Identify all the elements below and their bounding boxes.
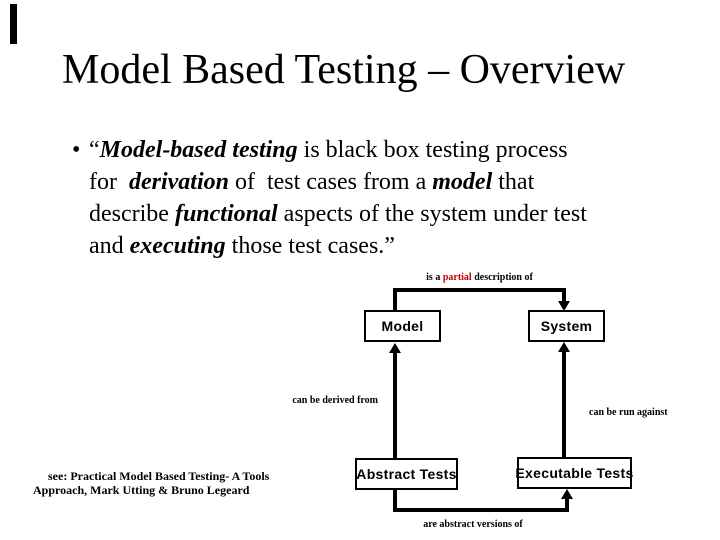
- relation-label-partial-description: is a partial description of: [393, 272, 566, 284]
- arrowhead-up-into-system: [558, 342, 570, 352]
- corner-bar-decoration: [10, 4, 17, 44]
- quote-paragraph: “Model-based testing is black box testin…: [89, 137, 587, 259]
- top-connector-horizontal-line: [393, 288, 566, 292]
- relation-label-partial-word: partial: [442, 272, 472, 283]
- system-box-label: System: [540, 318, 593, 334]
- abstract-to-model-arrow-shaft: [393, 352, 397, 458]
- abstract-tests-box-label: Abstract Tests: [356, 466, 457, 482]
- system-box: System: [528, 310, 605, 342]
- executable-tests-box-label: Executable Tests: [515, 465, 634, 481]
- arrowhead-up-into-executable-tests: [561, 489, 573, 499]
- citation-line-1: see: Practical Model Based Testing- A To…: [48, 469, 270, 483]
- top-connector-right-vertical-line: [562, 288, 566, 302]
- relation-label-can-be-derived-from: can be derived from: [292, 395, 378, 406]
- bottom-connector-horizontal-line: [393, 508, 569, 512]
- model-box-label: Model: [381, 318, 424, 334]
- bullet-marker: •: [72, 137, 81, 163]
- top-connector-left-vertical-line: [393, 288, 397, 310]
- executable-tests-box: Executable Tests: [515, 457, 634, 489]
- executable-to-system-arrow-shaft: [562, 351, 566, 457]
- relation-label-can-be-run-against: can be run against: [589, 407, 668, 418]
- relation-label-partial-post: description of: [471, 272, 533, 283]
- bottom-connector-left-vertical-line: [393, 490, 397, 512]
- arrowhead-down-into-system: [558, 301, 570, 311]
- slide-title: Model Based Testing – Overview: [62, 47, 626, 93]
- citation-reference: see: Practical Model Based Testing- A To…: [33, 469, 313, 497]
- citation-line-2: Approach, Mark Utting & Bruno Legeard: [33, 483, 250, 497]
- abstract-tests-box: Abstract Tests: [355, 458, 458, 490]
- relation-label-are-abstract-versions-of: are abstract versions of: [423, 519, 523, 530]
- arrowhead-up-into-model: [389, 343, 401, 353]
- relation-label-partial-pre: is a: [426, 272, 443, 283]
- model-box: Model: [364, 310, 441, 342]
- bottom-connector-right-vertical-line: [565, 498, 569, 512]
